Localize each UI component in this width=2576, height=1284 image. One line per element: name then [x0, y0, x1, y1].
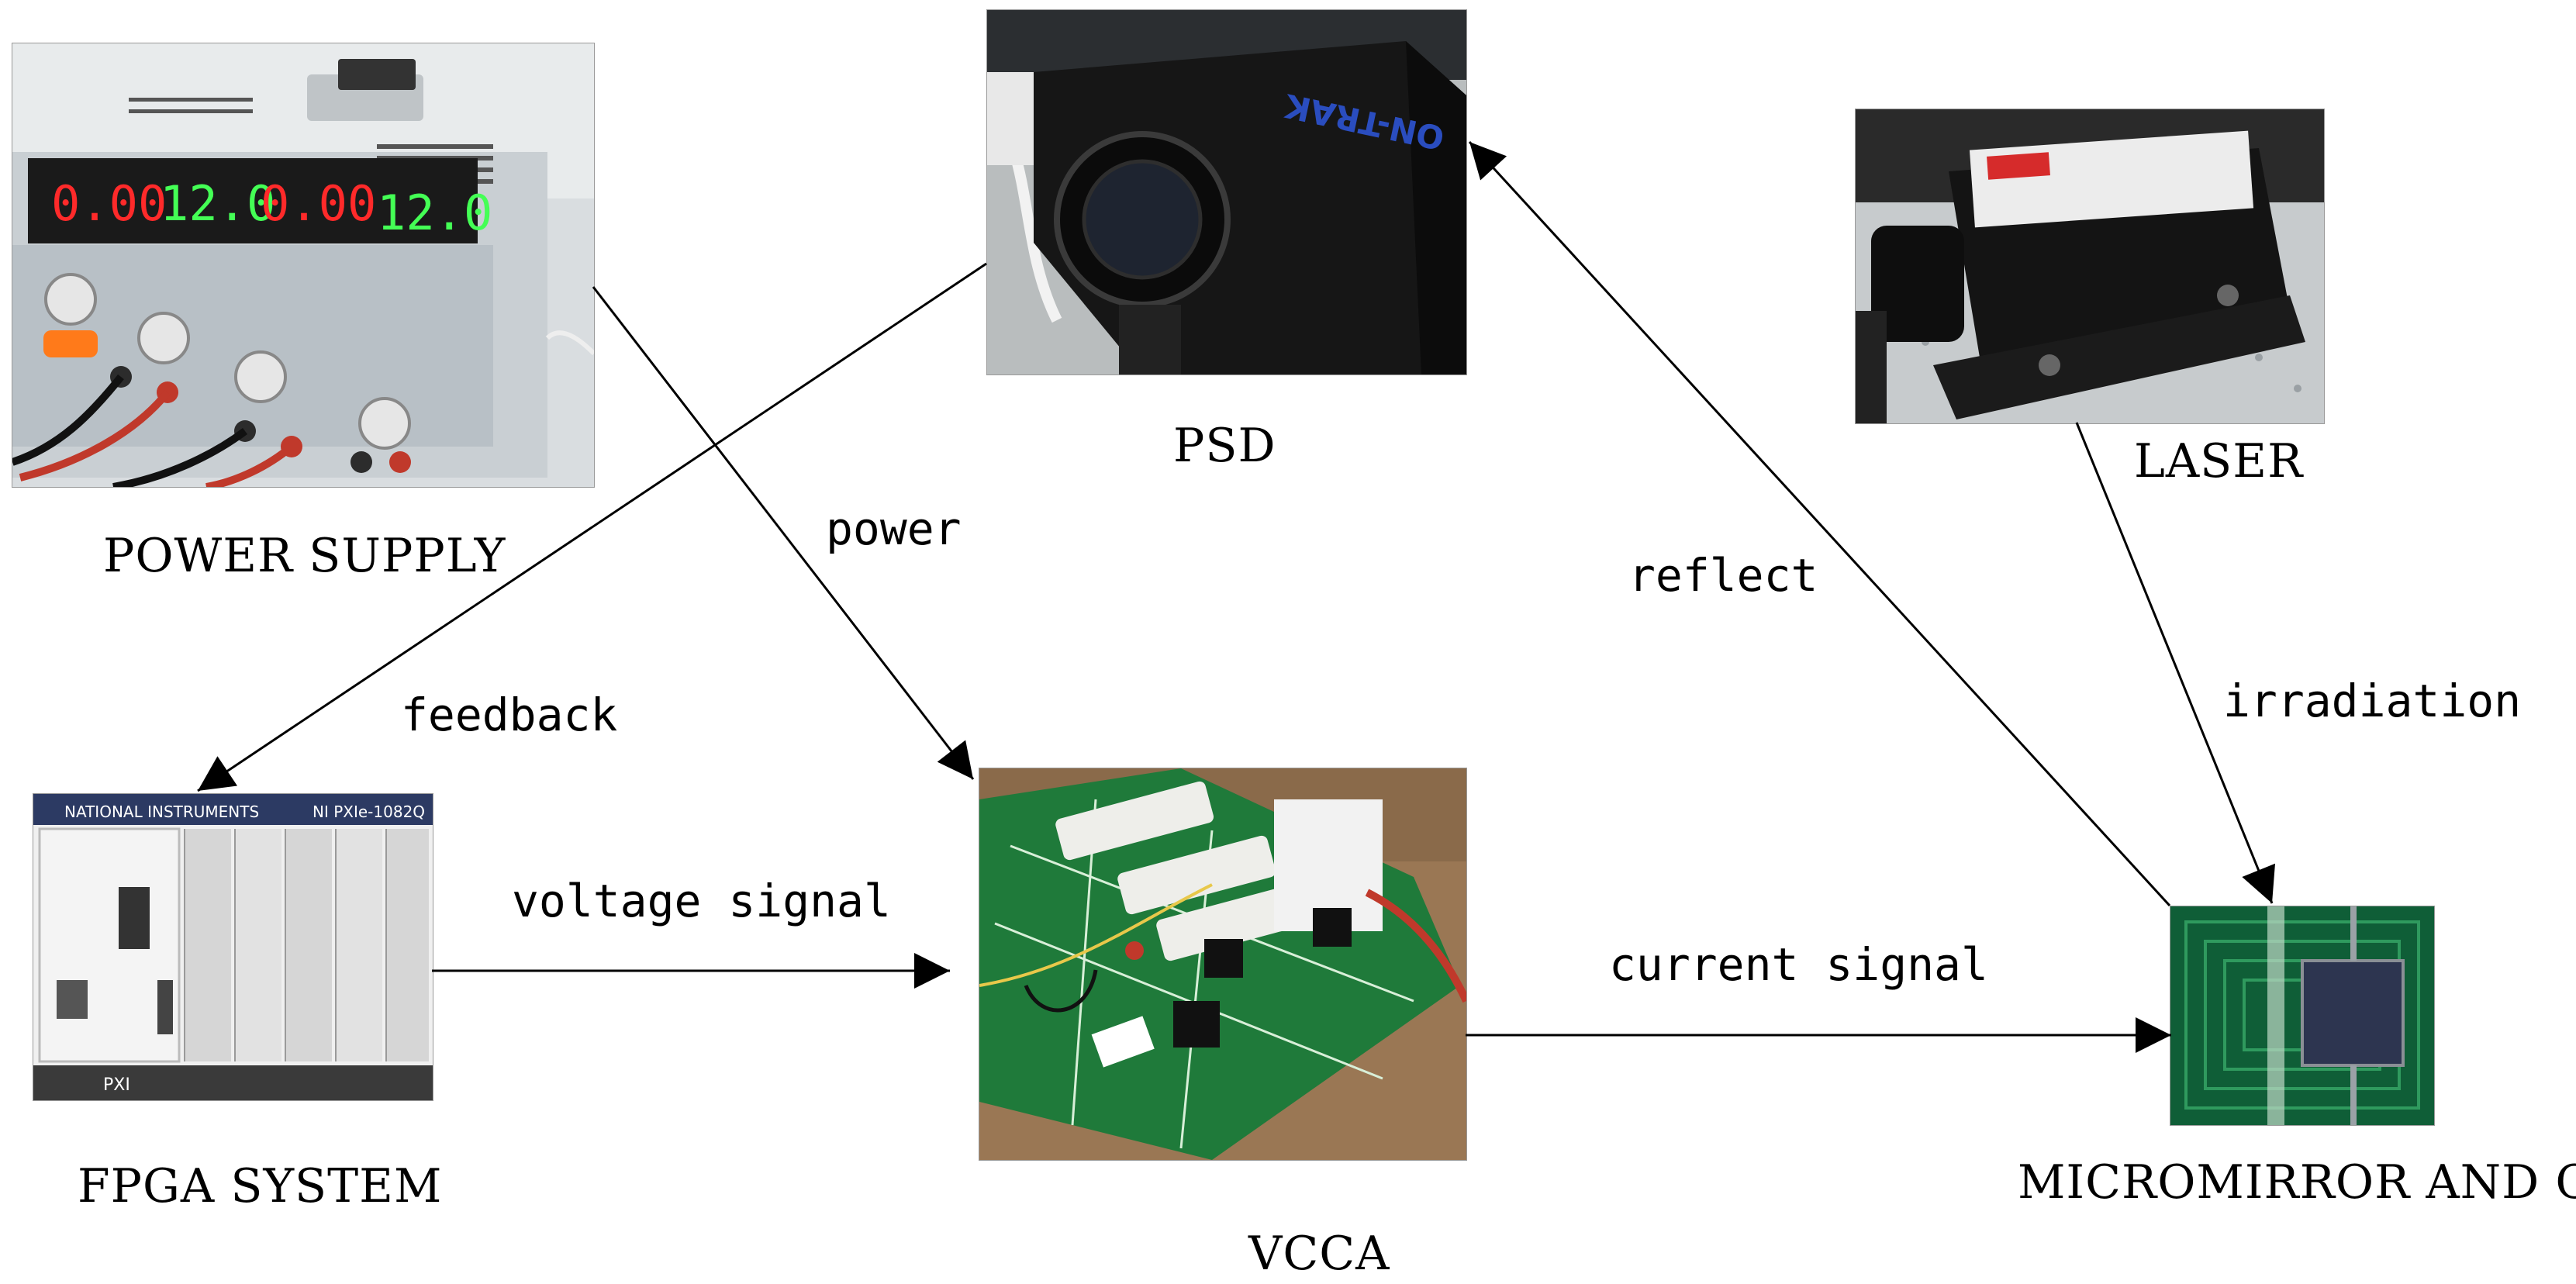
fpga-brand: NATIONAL INSTRUMENTS [64, 802, 259, 821]
micromirror-label: MICROMIRROR AND COIL [2018, 1155, 2576, 1210]
fpga-system-photo: NATIONAL INSTRUMENTS NI PXIe-1082Q PXI [33, 793, 433, 1101]
laser-label: LASER [2134, 434, 2304, 488]
edge-label-current-signal: current signal [1609, 938, 1988, 991]
edge-label-irradiation: irradiation [2223, 675, 2522, 727]
fpga-slot-label: PXI [103, 1075, 130, 1095]
arrow-power [592, 286, 975, 780]
fpga-model: NI PXIe-1082Q [313, 802, 425, 821]
laser-photo [1855, 109, 2325, 424]
arrow-feedback [197, 262, 987, 792]
edge-label-reflect: reflect [1628, 549, 1818, 602]
edge-label-voltage-signal: voltage signal [512, 875, 891, 927]
edge-label-power: power [826, 502, 962, 555]
readout-3: 0.00 [261, 175, 376, 232]
readout-2: 12.0 [160, 175, 275, 232]
arrow-irradiation [2075, 422, 2275, 904]
fpga-system-label: FPGA SYSTEM [78, 1159, 443, 1213]
micromirror-photo [2170, 906, 2435, 1126]
psd-photo: ON-TRAK [986, 9, 1467, 375]
edge-label-feedback: feedback [401, 689, 618, 741]
vcca-photo [979, 768, 1467, 1161]
arrow-reflect [1468, 140, 2171, 907]
vcca-label: VCCA [1248, 1227, 1390, 1281]
power-supply-label: POWER SUPPLY [103, 529, 506, 583]
psd-label: PSD [1173, 419, 1276, 473]
readout-1: 0.00 [51, 175, 167, 232]
power-supply-photo: 0.00 12.0 0.00 12.0 [12, 43, 595, 488]
readout-4: 12.0 [377, 185, 492, 241]
